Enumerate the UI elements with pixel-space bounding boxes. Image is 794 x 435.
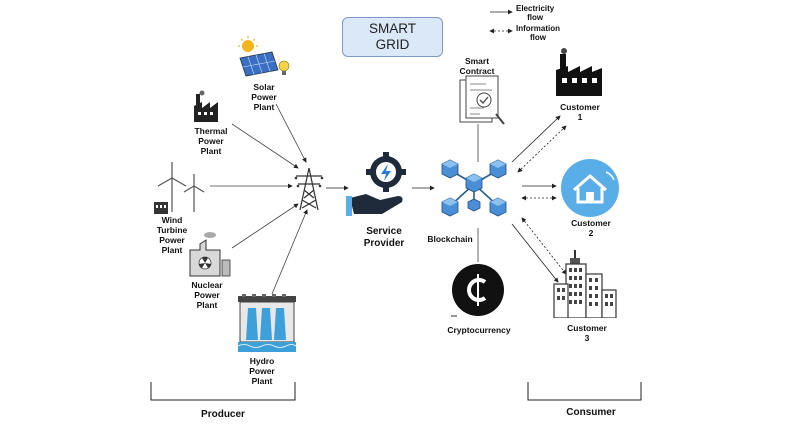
legend-electricity: Electricity flow <box>516 4 554 22</box>
thermal-label: Thermal Power Plant <box>190 126 232 156</box>
thermal-label-line3: Plant <box>200 146 222 156</box>
hydro-label-line3: Plant <box>251 376 273 386</box>
arrow-hydro-to-tower <box>271 209 308 295</box>
building-icon <box>553 250 617 318</box>
consumer-group-label: Consumer <box>566 407 616 418</box>
arrow-customer1-info <box>517 125 567 173</box>
legend-information: Information flow <box>516 24 560 42</box>
hydro-label: Hydro Power Plant <box>242 356 282 386</box>
hydro-label-line2: Power <box>249 366 275 376</box>
wind-label-line4: Plant <box>161 245 183 255</box>
dam-icon <box>237 294 297 352</box>
nuclear-label-line1: Nuclear <box>191 280 223 290</box>
customer3-label: Customer 3 <box>562 323 612 343</box>
smart-contract-line1: Smart <box>464 56 490 66</box>
solar-label: Solar Power Plant <box>244 82 284 112</box>
arrow-nuclear-to-tower <box>231 203 299 249</box>
service-provider-label: Service Provider <box>346 226 422 250</box>
service-provider-line2: Provider <box>363 238 405 249</box>
nuclear-label-line2: Power <box>194 290 220 300</box>
wind-label-line3: Power <box>159 235 185 245</box>
arrow-thermal-to-tower <box>231 123 299 169</box>
producer-group-label: Producer <box>201 409 245 420</box>
service-provider-line1: Service <box>366 226 402 237</box>
smart-grid-title: SMART GRID <box>342 17 443 57</box>
cryptocurrency-label: Cryptocurrency <box>447 325 511 335</box>
transmission-tower-icon <box>294 167 324 211</box>
nuclear-label: Nuclear Power Plant <box>186 280 228 310</box>
solar-label-line1: Solar <box>253 82 275 92</box>
legend-information-line2: flow <box>530 33 546 42</box>
home-icon <box>561 159 619 217</box>
nuclear-plant-icon <box>189 232 231 277</box>
customer2-line2: 2 <box>588 228 594 238</box>
blockchain-label: Blockchain <box>427 234 473 244</box>
customer1-line2: 1 <box>577 112 583 122</box>
legend-electricity-line2: flow <box>527 13 544 22</box>
customer3-line1: Customer <box>567 323 607 333</box>
wind-turbine-icon <box>154 162 205 214</box>
customer2-label: Customer 2 <box>566 218 616 238</box>
customer3-line2: 3 <box>584 333 590 343</box>
factory-icon <box>194 90 218 122</box>
consumer-bracket <box>527 382 642 401</box>
service-provider-icon <box>346 152 406 216</box>
cryptocurrency-icon <box>451 264 504 317</box>
hydro-label-line1: Hydro <box>249 356 275 366</box>
solar-panel-icon <box>238 36 290 77</box>
customer2-line1: Customer <box>571 218 611 228</box>
title-line2: GRID <box>375 37 410 52</box>
legend-information-line1: Information <box>516 24 560 33</box>
nuclear-label-line3: Plant <box>196 300 218 310</box>
customer1-line1: Customer <box>560 102 600 112</box>
title-line1: SMART <box>368 21 416 36</box>
smart-contract-label: Smart Contract <box>452 56 502 76</box>
solar-label-line3: Plant <box>253 102 275 112</box>
solar-label-line2: Power <box>251 92 277 102</box>
producer-bracket <box>150 382 296 401</box>
factory-icon <box>556 48 602 96</box>
thermal-label-line2: Power <box>198 136 224 146</box>
wind-label-line1: Wind <box>161 215 183 225</box>
wind-label: Wind Turbine Power Plant <box>152 215 192 255</box>
legend-electricity-line1: Electricity <box>516 4 555 13</box>
customer1-label: Customer 1 <box>556 102 604 122</box>
smart-contract-line2: Contract <box>459 66 495 76</box>
blockchain-icon <box>441 159 507 217</box>
document-icon <box>459 75 505 125</box>
thermal-label-line1: Thermal <box>194 126 228 136</box>
wind-label-line2: Turbine <box>156 225 188 235</box>
arrow-solar-to-tower <box>275 103 307 163</box>
